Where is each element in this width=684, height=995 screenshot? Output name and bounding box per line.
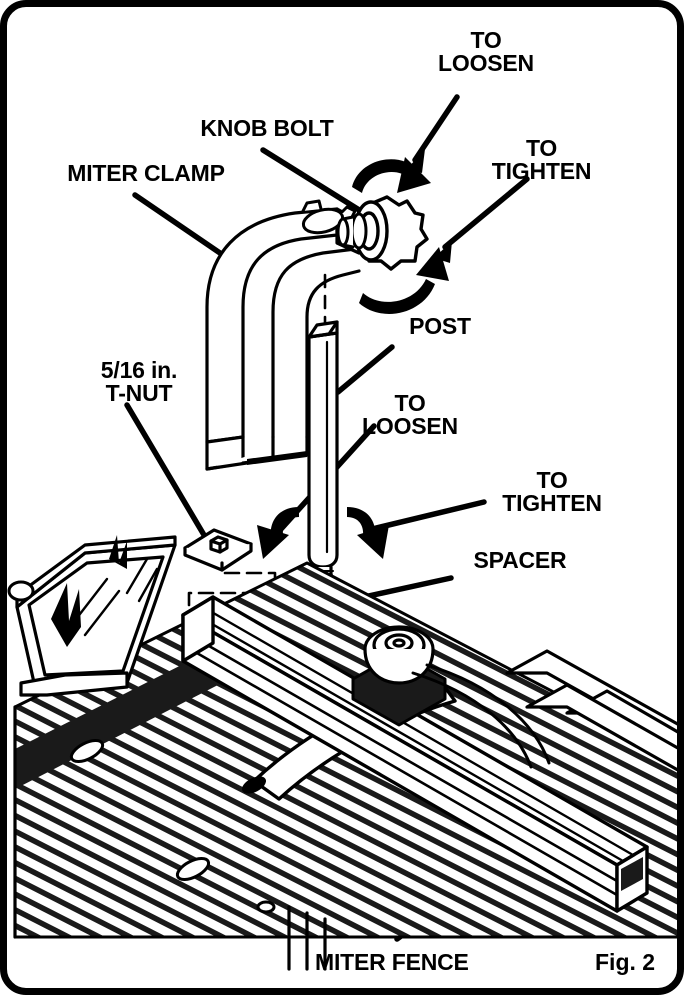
technical-illustration: [7, 94, 677, 971]
label-post: POST: [409, 313, 471, 339]
leader-miter-clamp: [132, 192, 223, 256]
knob-tighten-arrow: [359, 247, 449, 314]
leader-to-tighten-mid: [365, 499, 487, 533]
miter-clamp-part: [205, 207, 361, 471]
label-to-tighten-knob: TO TIGHTEN: [491, 135, 592, 185]
miter-gauge-knob-assembly: [351, 625, 447, 727]
figure-caption: Fig. 2: [595, 949, 656, 975]
miter-gauge-body: [411, 663, 551, 769]
miter-fence-part: [181, 595, 649, 913]
label-miter-fence: MITER FENCE: [315, 949, 469, 975]
table-side-rails: [505, 649, 677, 772]
leader-to-loosen-top: [412, 94, 460, 163]
post-loosen-arrow: [257, 507, 299, 559]
knob-loosen-arrow: [352, 157, 431, 193]
knob-bolt-part: [336, 195, 429, 271]
post-tighten-arrow: [347, 507, 389, 559]
label-miter-clamp: MITER CLAMP: [67, 160, 225, 186]
label-spacer: SPACER: [473, 547, 567, 573]
label-t-nut: 5/16 in. T-NUT: [100, 357, 178, 407]
t-nut-part: [183, 528, 253, 572]
blade-guard-assembly: [7, 535, 177, 697]
post-part: [307, 320, 339, 599]
table-front-edge: [13, 705, 327, 971]
label-to-tighten-post: TO TIGHTEN: [502, 467, 602, 517]
clamp-bolt-boss: [301, 199, 357, 235]
label-knob-bolt: KNOB BOLT: [200, 115, 334, 141]
leader-post: [335, 344, 395, 395]
leader-t-nut: [124, 402, 207, 538]
label-to-loosen-post: TO LOOSEN: [362, 390, 458, 440]
miter-clamp-foot-shadow: [247, 451, 307, 465]
label-to-loosen-knob: TO LOOSEN: [438, 27, 534, 77]
leader-knob-bolt: [260, 147, 367, 216]
leader-to-tighten-top: [442, 176, 530, 250]
